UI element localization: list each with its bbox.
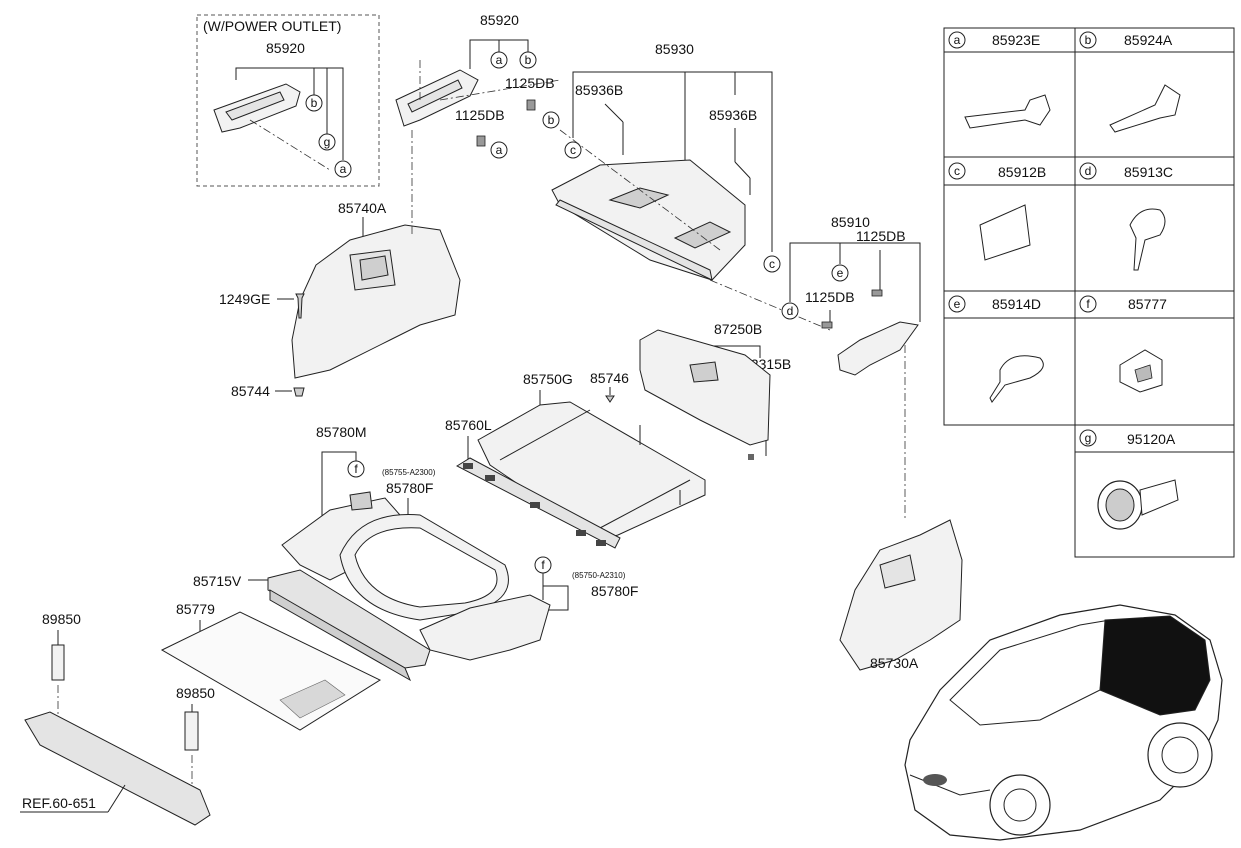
callout-letter: a — [496, 53, 503, 67]
legend-letter: g — [1085, 431, 1092, 445]
part-85780F-note: (85755-A2300) — [382, 468, 436, 477]
legend-part-number: 85914D — [992, 296, 1041, 312]
callout-letter: a — [496, 143, 503, 157]
callout-letter: a — [340, 162, 347, 176]
legend-cell-e: e 85914D — [948, 295, 1044, 403]
side-trim-rh-group: 85730A — [839, 345, 963, 671]
foam-block-shape — [267, 569, 431, 669]
callout-letter: c — [570, 143, 576, 157]
callout-circle-b — [305, 94, 323, 112]
part-85920-inset-label: 85920 — [266, 40, 305, 56]
cargo-net-group: 85779 — [160, 601, 382, 731]
part-1125DB-label: 1125DB — [856, 228, 906, 244]
callout-letter: f — [541, 558, 545, 572]
callout-letter: g — [324, 135, 331, 149]
part-85760L-label: 85760L — [445, 417, 492, 433]
part-85936B-label: 85936B — [709, 107, 757, 123]
part-89850-label: 89850 — [176, 685, 215, 701]
part-85715V-label: 85715V — [193, 573, 242, 589]
part-85746-label: 85746 — [590, 370, 629, 386]
callout-letter: b — [548, 113, 555, 127]
part-85750G-label: 85750G — [523, 371, 573, 387]
callout-letter: f — [354, 462, 358, 476]
part-85779-label: 85779 — [176, 601, 215, 617]
power-outlet-inset: (W/POWER OUTLET) 85920 b g a — [196, 14, 380, 187]
foam-block-group: 85715V — [193, 569, 431, 682]
legend-letter: a — [954, 33, 961, 47]
part-85910-label: 85910 — [831, 214, 870, 230]
back-panel-group: 87250B 82315B 85746 — [590, 321, 791, 460]
vehicle-illustration — [904, 604, 1223, 841]
legend-letter: c — [954, 164, 960, 178]
legend-part-number: 85912B — [998, 164, 1046, 180]
luggage-rail-group: 85760L — [445, 417, 621, 549]
part-1125DB-label: 1125DB — [455, 107, 505, 123]
part-85730A-label: 85730A — [870, 655, 919, 671]
part-1125DB-label: 1125DB — [505, 75, 555, 91]
part-85920-label: 85920 — [480, 12, 519, 28]
part-85930-label: 85930 — [655, 41, 694, 57]
ref-label: REF.60-651 — [22, 795, 96, 811]
package-tray-group: 85930 85936B 85936B c c — [551, 41, 831, 331]
power-outlet-label: (W/POWER OUTLET) — [203, 18, 341, 34]
trays-group: 85780M f (85755-A2300) 85780F f (85750-A… — [281, 424, 638, 661]
callout-letter: b — [311, 96, 318, 110]
legend-part-number: 85913C — [1124, 164, 1173, 180]
legend-part-number: 85777 — [1128, 296, 1167, 312]
legend-cell-d: d 85913C — [1079, 162, 1173, 271]
crossmember-shape — [24, 711, 211, 826]
bracket-85910-group: 85910 e d 1125DB 1125DB — [781, 214, 921, 376]
legend-cell-b: b 85924A — [1079, 31, 1181, 133]
side-trim-lh-group: 85740A 1249GE 85744 — [219, 130, 461, 399]
legend-cell-c: c 85912B — [948, 162, 1046, 261]
luggage-board-shape — [477, 401, 706, 541]
part-85780M-label: 85780M — [316, 424, 367, 440]
legend-letter: f — [1086, 297, 1090, 311]
part-85744-label: 85744 — [231, 383, 270, 399]
callout-letter: c — [769, 257, 775, 271]
callout-letter: b — [525, 53, 532, 67]
legend-cell-a: a 85923E — [948, 31, 1051, 129]
part-85780F-note: (85750-A2310) — [572, 571, 626, 580]
trim-85920-group: 85920 a b 1125DB b 1125DB a — [395, 12, 561, 159]
part-1125DB-label: 1125DB — [805, 289, 855, 305]
callout-letter: d — [787, 304, 794, 318]
part-89850-label: 89850 — [42, 611, 81, 627]
part-87250B-label: 87250B — [714, 321, 762, 337]
side-trim-rh-shape — [839, 519, 963, 671]
part-85936B-label: 85936B — [575, 82, 623, 98]
package-tray-shape — [551, 159, 746, 281]
legend-letter: d — [1085, 164, 1092, 178]
part-85740A-label: 85740A — [338, 200, 387, 216]
legend-part-number: 95120A — [1127, 431, 1176, 447]
legend-letter: e — [954, 297, 961, 311]
legend-cell-g: g 95120A — [1079, 429, 1179, 530]
legend-part-number: 85924A — [1124, 32, 1173, 48]
part-85780F-label: 85780F — [386, 480, 433, 496]
legend-table: a 85923E b 85924A c 85912B d 85913C — [943, 27, 1235, 558]
crossmember-group: 89850 89850 REF.60-651 — [20, 611, 215, 826]
legend-part-number: 85923E — [992, 32, 1040, 48]
tray-85780F-bottom-shape — [419, 594, 551, 661]
part-1249GE-label: 1249GE — [219, 291, 270, 307]
part-85780F-label: 85780F — [591, 583, 638, 599]
callout-letter: e — [837, 266, 844, 280]
bracket-85910-shape — [837, 321, 919, 376]
side-trim-lh-shape — [291, 224, 461, 379]
legend-cell-f: f 85777 — [1079, 295, 1167, 393]
legend-letter: b — [1085, 33, 1092, 47]
back-panel-shape — [639, 329, 771, 446]
